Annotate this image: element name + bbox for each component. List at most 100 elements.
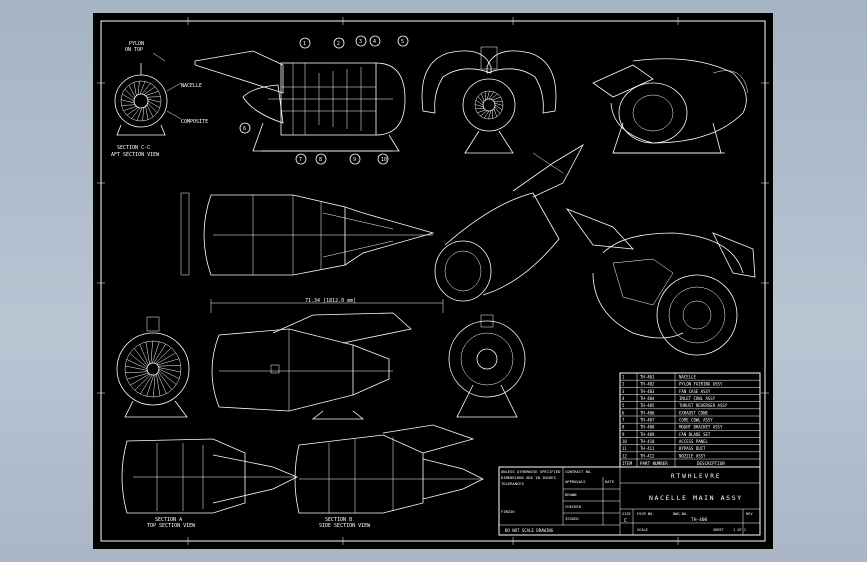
parts-cell: TH-411 bbox=[640, 446, 655, 451]
balloon bbox=[299, 37, 311, 49]
balloon bbox=[295, 153, 307, 165]
fan-blade bbox=[156, 373, 161, 397]
fan-blade bbox=[158, 365, 181, 367]
balloon-label: 10 bbox=[381, 157, 387, 163]
parts-cell: FAN BLADE SET bbox=[679, 432, 711, 437]
parts-cell: INLET COWL ASSY bbox=[679, 396, 716, 401]
section-a-view: SECTION A TOP SECTION VIEW bbox=[121, 438, 298, 529]
parts-cell: 7 bbox=[622, 418, 625, 423]
parts-cell: TH-404 bbox=[640, 396, 655, 401]
balloon-label: 9 bbox=[353, 157, 356, 163]
fan-blade bbox=[152, 341, 160, 364]
parts-cell: TH-403 bbox=[640, 389, 655, 394]
parts-cell: THRUST REVERSER ASSY bbox=[679, 403, 728, 408]
fan-blade bbox=[493, 108, 498, 117]
fan-blade bbox=[158, 368, 180, 379]
fan-blade bbox=[126, 107, 139, 116]
parts-cell: TH-406 bbox=[640, 410, 655, 415]
fan-blade bbox=[125, 365, 148, 371]
parts-cell: TH-408 bbox=[640, 425, 655, 430]
tb-date: DATE bbox=[605, 479, 615, 484]
tb-contract: CONTRACT NO. bbox=[565, 469, 592, 474]
balloon-label: 7 bbox=[299, 157, 302, 163]
side-view-middle bbox=[211, 312, 412, 420]
balloon-label: 6 bbox=[243, 126, 246, 132]
balloon bbox=[239, 122, 251, 134]
section-b-line2: SIDE SECTION VIEW bbox=[319, 523, 371, 529]
parts-cell: ACCESS PANEL bbox=[679, 439, 708, 444]
tb-sheet-label: SHEET bbox=[713, 528, 725, 532]
fan-blade bbox=[136, 107, 143, 121]
parts-cell: TH-409 bbox=[640, 432, 655, 437]
parts-cell: TH-401 bbox=[640, 375, 655, 380]
fan-blade bbox=[480, 110, 488, 117]
parts-cell: TH-407 bbox=[640, 418, 655, 423]
fan-blade bbox=[140, 374, 153, 395]
fan-blade bbox=[123, 106, 137, 111]
front-note-a: NACELLE bbox=[181, 83, 202, 89]
fan-blade bbox=[146, 104, 154, 118]
fan-blade bbox=[154, 347, 172, 364]
parts-cell: 2 bbox=[622, 382, 625, 387]
balloon-label: 1 bbox=[303, 41, 306, 47]
top-view-middle bbox=[180, 192, 435, 276]
fan-blade bbox=[128, 84, 136, 98]
fan-blade bbox=[145, 91, 159, 96]
fan-blade bbox=[158, 371, 173, 390]
parts-cell: NACELLE bbox=[679, 375, 696, 380]
tb-scale-label: SCALE bbox=[637, 528, 648, 532]
balloon bbox=[349, 153, 361, 165]
balloon bbox=[397, 35, 409, 47]
tb-drawn: DRAWN bbox=[565, 492, 577, 497]
fan-blade bbox=[139, 344, 149, 366]
fan-blade bbox=[147, 98, 162, 103]
parts-cell: 1 bbox=[622, 375, 625, 380]
scale-note: DO NOT SCALE DRAWING bbox=[505, 528, 554, 533]
fan-blade bbox=[474, 104, 484, 108]
parts-header-part: PART NUMBER bbox=[640, 461, 668, 466]
fan-blade bbox=[142, 107, 145, 121]
fan-blade bbox=[147, 102, 158, 114]
cad-drawing: PYLON ON TOP NACELLE COMPOSITE SECTION C… bbox=[97, 17, 769, 545]
dimension-top-text: 71.34 [1812.0 mm] bbox=[305, 298, 356, 304]
fan-blade bbox=[131, 107, 141, 119]
parts-cell: CORE COWL ASSY bbox=[679, 418, 713, 423]
parts-cell: FAN CASE ASSY bbox=[679, 389, 711, 394]
fan-blade bbox=[139, 81, 146, 95]
tb-size-label: SIZE bbox=[622, 512, 631, 516]
balloon-label: 3 bbox=[359, 39, 362, 45]
parts-cell: PYLON FAIRING ASSY bbox=[679, 382, 723, 387]
parts-cell: 4 bbox=[622, 396, 625, 401]
fan-blade bbox=[141, 83, 151, 95]
fan-blade bbox=[121, 104, 136, 106]
fan-blade bbox=[483, 110, 490, 119]
fan-blade bbox=[130, 373, 150, 386]
fan-blade bbox=[150, 340, 153, 364]
tb-dwg-label: DWG NO. bbox=[673, 512, 688, 516]
iso-view-top-right bbox=[592, 58, 749, 154]
section-a-line2: TOP SECTION VIEW bbox=[147, 523, 196, 529]
balloon bbox=[377, 153, 389, 165]
parts-header-item: ITEM bbox=[622, 461, 633, 466]
fan-blade bbox=[492, 96, 501, 101]
balloon-label: 5 bbox=[401, 39, 404, 45]
drawing-sheet: PYLON ON TOP NACELLE COMPOSITE SECTION C… bbox=[93, 13, 773, 549]
section-label-1: SECTION C-C bbox=[117, 145, 150, 151]
parts-cell: 9 bbox=[622, 432, 625, 437]
fan-blade bbox=[494, 106, 501, 114]
parts-cell: 3 bbox=[622, 389, 625, 394]
drawing-number: TH-400 bbox=[691, 517, 708, 523]
parts-cell: TH-412 bbox=[640, 453, 655, 458]
parts-cell: BYPASS DUCT bbox=[679, 446, 706, 451]
fan-blade bbox=[157, 372, 167, 394]
fan-blade bbox=[145, 341, 150, 365]
fan-blade bbox=[156, 352, 176, 365]
fan-blade bbox=[486, 90, 490, 100]
balloon bbox=[333, 37, 345, 49]
fan-blade bbox=[125, 371, 148, 373]
fan-blade bbox=[488, 110, 492, 120]
aft-view-top bbox=[421, 46, 557, 154]
fan-blade bbox=[477, 96, 484, 104]
tb-unless: UNLESS OTHERWISE SPECIFIED bbox=[501, 469, 561, 474]
fan-blade bbox=[153, 374, 156, 398]
